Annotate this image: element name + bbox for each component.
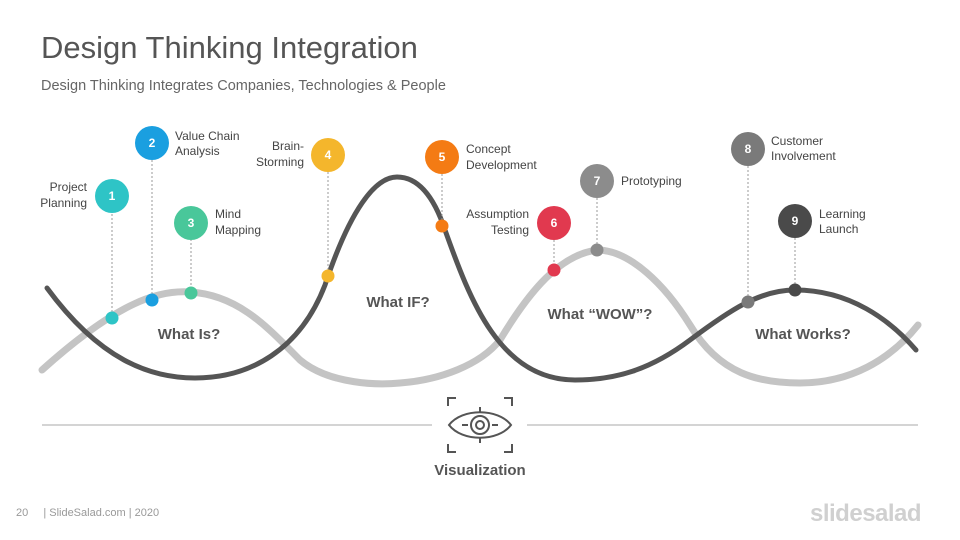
step-6-label-line1: Assumption [466, 207, 529, 221]
step-1-label-line1: Project [50, 180, 88, 194]
step-5-number: 5 [439, 150, 446, 164]
phase-label-what-wow: What “WOW”? [548, 306, 653, 323]
dark-wave-curve [44, 174, 919, 383]
step-8-label-line1: Customer [771, 134, 823, 148]
step-8-number: 8 [745, 142, 752, 156]
step-4-number: 4 [325, 148, 332, 162]
step-8-label-line2: Involvement [771, 149, 836, 163]
step-3-badge: 3 Mind Mapping [174, 206, 261, 240]
step-8-badge: 8 Customer Involvement [731, 132, 836, 166]
step-6-dot [547, 263, 561, 277]
footer: 20 | SlideSalad.com | 2020 [16, 507, 159, 519]
step-4-dot [321, 269, 335, 283]
step-7-label-line1: Prototyping [621, 174, 682, 188]
step-3-label-line1: Mind [215, 207, 241, 221]
step-3-number: 3 [188, 216, 195, 230]
page-subtitle: Design Thinking Integrates Companies, Te… [41, 78, 446, 94]
step-9-dot [788, 283, 802, 297]
step-connectors [111, 160, 796, 318]
step-5-badge: 5 Concept Development [425, 140, 537, 174]
step-6-label-line2: Testing [491, 223, 529, 237]
visualization-label: Visualization [434, 462, 525, 479]
phase-label-what-is: What Is? [158, 326, 221, 343]
step-9-number: 9 [792, 214, 799, 228]
step-3-dot [184, 286, 198, 300]
step-1-number: 1 [109, 189, 116, 203]
brand-logo: slidesalad [810, 500, 922, 527]
step-1-label-line2: Planning [40, 196, 87, 210]
step-2-dot [145, 293, 159, 307]
phase-label-what-works: What Works? [755, 326, 851, 343]
step-5-label-line2: Development [466, 158, 537, 172]
step-2-label-line2: Analysis [175, 144, 220, 158]
step-9-label-line2: Launch [819, 222, 858, 236]
step-1-badge: 1 Project Planning [40, 179, 129, 213]
step-5-dot [435, 219, 449, 233]
page-title: Design Thinking Integration [41, 30, 418, 65]
step-1-dot [105, 311, 119, 325]
step-9-badge: 9 Learning Launch [778, 204, 866, 238]
page-number: 20 [16, 507, 29, 519]
eye-focus-icon [447, 397, 513, 453]
step-2-number: 2 [149, 136, 156, 150]
step-3-label-line2: Mapping [215, 223, 261, 237]
step-7-dot [590, 243, 604, 257]
step-2-badge: 2 Value Chain Analysis [135, 126, 240, 160]
step-4-label-line2: Storming [256, 155, 304, 169]
step-8-dot [741, 295, 755, 309]
step-6-number: 6 [551, 216, 558, 230]
step-5-label-line1: Concept [466, 142, 511, 156]
step-2-label-line1: Value Chain [175, 129, 240, 143]
step-7-number: 7 [594, 174, 601, 188]
footer-source: | SlideSalad.com | 2020 [43, 507, 160, 519]
step-6-badge: 6 Assumption Testing [466, 206, 571, 240]
step-4-badge: 4 Brain- Storming [256, 138, 345, 172]
step-4-label-line1: Brain- [272, 139, 304, 153]
phase-label-what-if: What IF? [366, 294, 429, 311]
step-7-badge: 7 Prototyping [580, 164, 682, 198]
step-9-label-line1: Learning [819, 207, 866, 221]
